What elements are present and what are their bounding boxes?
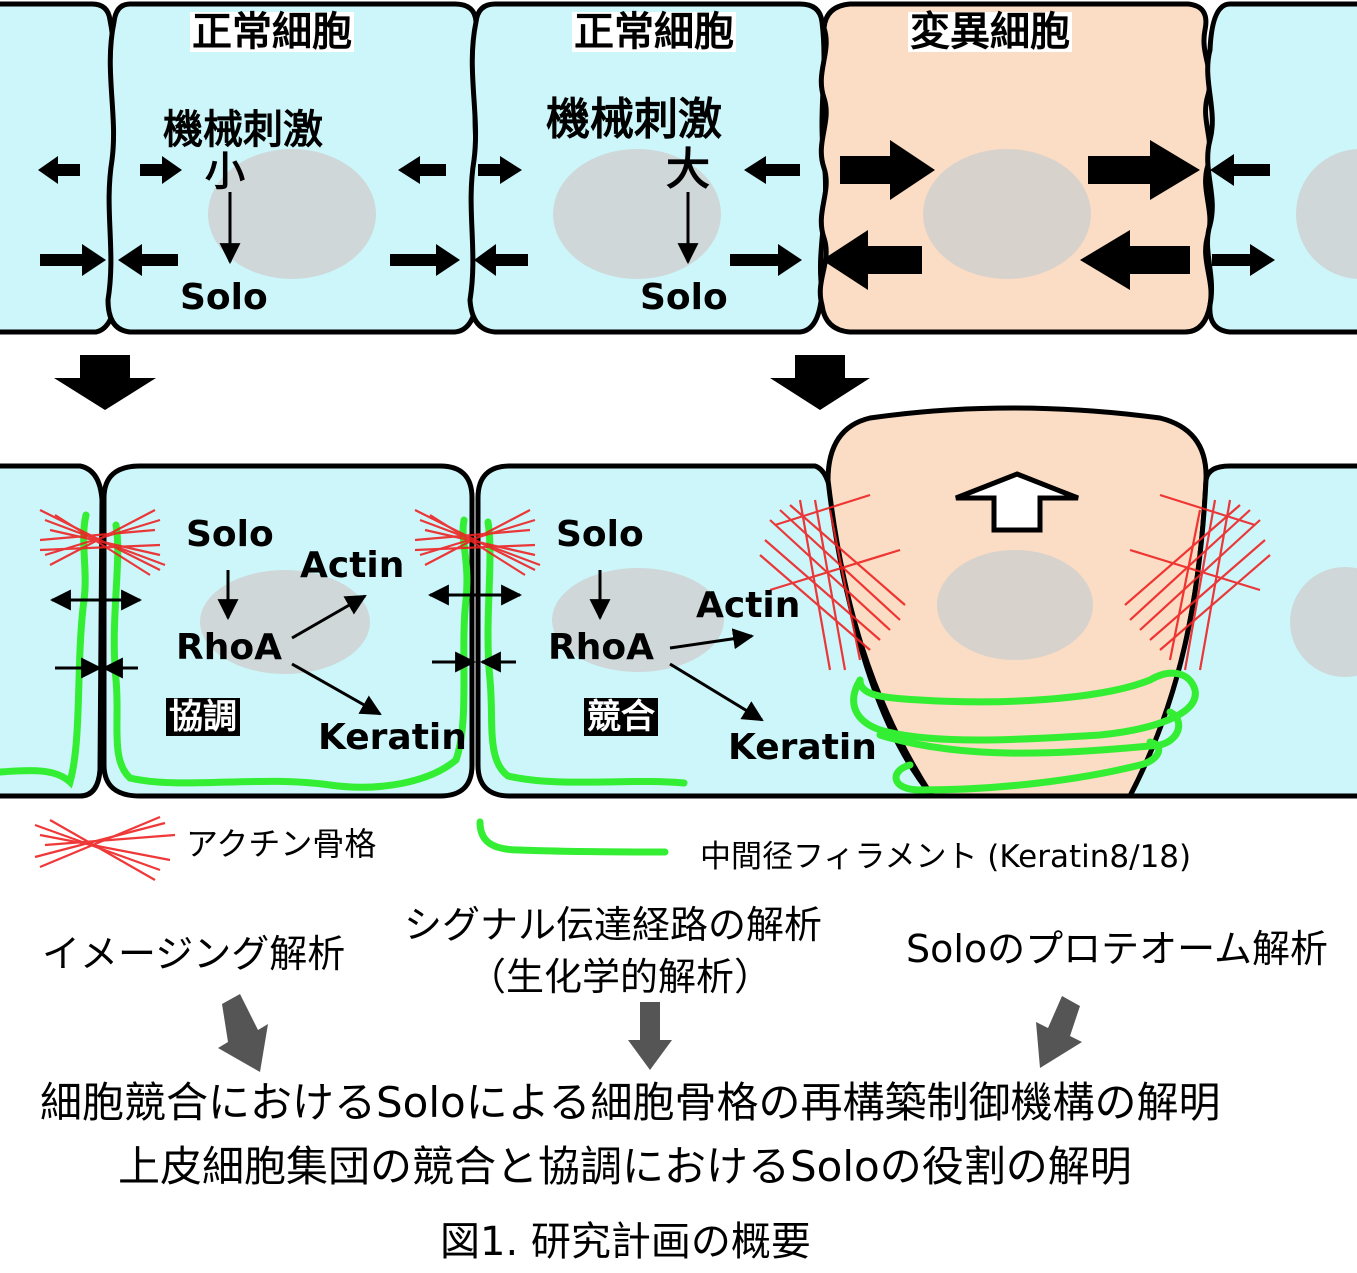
analysis-signaling: シグナル伝達経路の解析 [404, 903, 823, 947]
actin-label-1: Actin [300, 545, 405, 586]
stimulus-label-2: 機械刺激 [546, 94, 722, 145]
double-arrow-icon [478, 156, 522, 184]
rhoa-to-actin-arrow [291, 594, 367, 640]
actin-cluster [759, 493, 906, 671]
actin-cluster [39, 509, 166, 576]
keratin-filament [110, 516, 471, 791]
legend-actin-swatch [34, 815, 176, 881]
inward-arrow-icon [1210, 154, 1270, 186]
rhoa-label-2: RhoA [548, 627, 654, 668]
keratin-label-1: Keratin [318, 717, 467, 758]
nucleus [1290, 567, 1357, 677]
down-arrow-icon [770, 355, 870, 410]
rhoa-to-keratin-arrow [291, 662, 382, 716]
stimulus-level-large: 大 [666, 144, 710, 195]
rhoa-label-1: RhoA [176, 627, 282, 668]
analysis-imaging: イメージング解析 [42, 932, 346, 976]
keratin-filament [850, 669, 1199, 744]
big-arrow-icon [1080, 230, 1190, 290]
legend-keratin-label: 中間径フィラメント (Keratin8/18) [700, 839, 1192, 875]
mode-badge-cooperation: 協調 [166, 698, 240, 736]
top-force-arrows [38, 140, 1275, 290]
keratin-filament [892, 738, 1163, 794]
actin-label-2: Actin [696, 585, 801, 626]
actin-cluster [1124, 493, 1271, 671]
figure-caption: 図1. 研究計画の概要 [440, 1219, 811, 1265]
extrusion-up-arrow-icon [955, 471, 1079, 533]
actin-cluster [414, 509, 541, 576]
actin-bundles [34, 493, 1271, 881]
stimulus-label-1: 機械刺激 [163, 107, 323, 153]
nucleus [923, 149, 1091, 279]
solo-label-bottom-2: Solo [556, 514, 644, 555]
double-arrow-icon [744, 156, 800, 184]
grey-arrow-icon [1036, 996, 1082, 1068]
double-arrow-icon [398, 156, 446, 184]
legend-actin-label: アクチン骨格 [186, 825, 377, 863]
inward-arrow-icon [390, 244, 460, 276]
keratin-label-2: Keratin [728, 727, 877, 768]
stimulus-level-small: 小 [205, 149, 245, 195]
cell-title-normal-2: 正常細胞 [572, 9, 736, 55]
inward-arrow-icon [474, 244, 528, 276]
nucleus [200, 570, 370, 674]
inward-arrow-icon [730, 244, 802, 276]
double-arrow-icon [140, 156, 182, 184]
keratin-filament [876, 708, 1183, 757]
big-arrow-icon [840, 140, 935, 200]
transition-arrows [54, 355, 870, 410]
conclusion-line-1: 細胞競合におけるSoloによる細胞骨格の再構築制御機構の解明 [40, 1078, 1221, 1127]
solo-label-top-1: Solo [180, 277, 268, 318]
nucleus [208, 149, 376, 279]
cell-title-normal-1: 正常細胞 [190, 9, 354, 55]
analysis-arrows [218, 994, 1082, 1072]
top-signal-arrows [219, 192, 699, 265]
rhoa-to-keratin-arrow [669, 662, 764, 722]
solo-label-top-2: Solo [640, 277, 728, 318]
double-arrow-icon [38, 156, 80, 184]
inward-arrow-icon [40, 244, 106, 276]
inward-arrow-icon [1212, 244, 1275, 276]
grey-arrow-icon [628, 1002, 672, 1070]
legend-keratin-swatch [476, 818, 669, 856]
grey-arrow-icon [218, 994, 268, 1072]
down-arrow-icon [54, 355, 156, 410]
solo-label-bottom-1: Solo [186, 514, 274, 555]
keratin-filament [0, 511, 90, 789]
analysis-proteome: Soloのプロテオーム解析 [906, 927, 1329, 971]
big-arrow-icon [822, 230, 922, 290]
mode-badge-competition: 競合 [584, 698, 658, 736]
bottom-signal-arrows [217, 570, 764, 722]
bottom-force-arrows [49, 584, 523, 679]
nucleus [1296, 149, 1357, 279]
conclusion-line-2: 上皮細胞集団の競合と協調におけるSoloの役割の解明 [118, 1142, 1132, 1191]
rhoa-to-actin-arrow [669, 628, 755, 650]
big-arrow-icon [1088, 140, 1200, 200]
inward-arrow-icon [118, 244, 178, 276]
cell-title-mutant: 変異細胞 [908, 9, 1072, 55]
analysis-biochemical: （生化学的解析） [468, 955, 773, 999]
nucleus [937, 550, 1093, 660]
